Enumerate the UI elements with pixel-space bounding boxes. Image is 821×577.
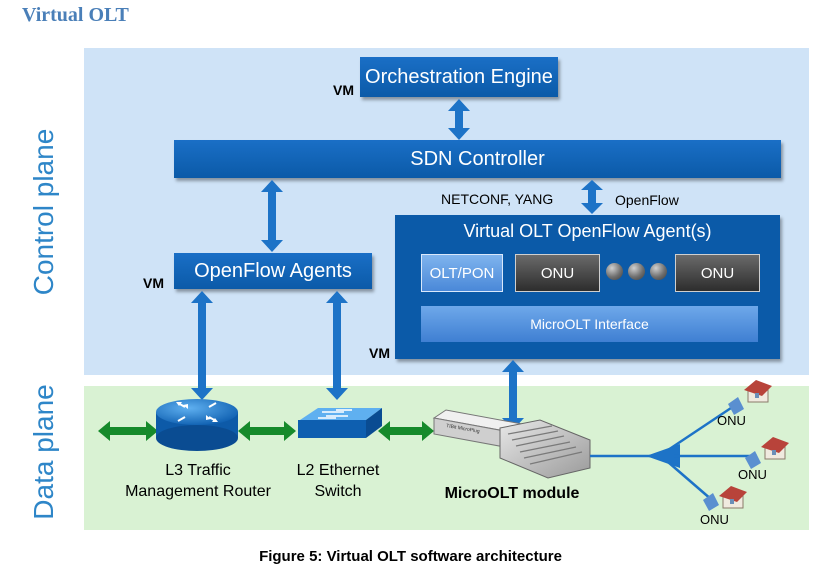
figure-caption: Figure 5: Virtual OLT software architect… bbox=[259, 548, 562, 565]
router-label-line2: Management Router bbox=[125, 483, 271, 500]
ellipsis-dot-icon bbox=[606, 263, 623, 280]
agents-switch-arrow bbox=[326, 291, 348, 400]
netconf-yang-label: NETCONF, YANG bbox=[441, 191, 554, 207]
house-icon bbox=[703, 486, 747, 511]
sdn-controller-box: SDN Controller bbox=[174, 140, 781, 178]
router-label-line1: L3 Traffic bbox=[165, 462, 231, 479]
onu-label-2: ONU bbox=[738, 467, 767, 482]
agent-microolt-arrow bbox=[502, 360, 524, 430]
page-heading: Virtual OLT bbox=[22, 4, 129, 26]
openflow-protocol-label: OpenFlow bbox=[615, 192, 679, 208]
left-ethernet-arrow bbox=[98, 421, 158, 441]
microolt-module-label: MicroOLT module bbox=[444, 485, 580, 502]
microolt-interface-box: MicroOLT Interface bbox=[421, 306, 758, 342]
onu-module-1: ONU bbox=[515, 254, 600, 292]
module-print-text: TIBit MicroPlug bbox=[446, 423, 481, 435]
ellipsis-dot-icon bbox=[650, 263, 667, 280]
olt-pon-module: OLT/PON bbox=[421, 254, 503, 292]
openflow-agents-box: OpenFlow Agents bbox=[174, 253, 372, 289]
onu-module-2: ONU bbox=[675, 254, 760, 292]
switch-icon bbox=[298, 408, 382, 438]
microolt-module-icon: TIBit MicroPlug bbox=[432, 409, 591, 479]
switch-label: L2 Ethernet Switch bbox=[276, 460, 400, 502]
sdn-virtual-agent-arrow bbox=[581, 180, 603, 214]
house-icon bbox=[745, 437, 789, 469]
onu-label-3: ONU bbox=[700, 512, 729, 527]
virtual-agent-vm-label: VM bbox=[369, 345, 390, 361]
orchestration-sdn-arrow bbox=[448, 99, 470, 140]
pon-fiber-lines bbox=[590, 400, 757, 501]
router-switch-arrow bbox=[238, 421, 296, 441]
orchestration-vm-label: VM bbox=[333, 82, 354, 98]
house-icon bbox=[728, 380, 772, 415]
switch-module-arrow bbox=[378, 421, 434, 441]
ellipsis-dot-icon bbox=[628, 263, 645, 280]
orchestration-engine-box: Orchestration Engine bbox=[360, 57, 558, 97]
router-label: L3 Traffic Management Router bbox=[100, 460, 296, 502]
router-icon bbox=[156, 399, 238, 451]
switch-label-line1: L2 Ethernet bbox=[296, 462, 380, 479]
agents-router-arrow bbox=[191, 291, 213, 400]
onu-label-1: ONU bbox=[717, 413, 746, 428]
openflow-agents-vm-label: VM bbox=[143, 275, 164, 291]
virtual-olt-agent-title: Virtual OLT OpenFlow Agent(s) bbox=[463, 221, 712, 241]
switch-label-line2: Switch bbox=[314, 483, 362, 500]
sdn-openflow-agents-arrow bbox=[261, 180, 283, 252]
